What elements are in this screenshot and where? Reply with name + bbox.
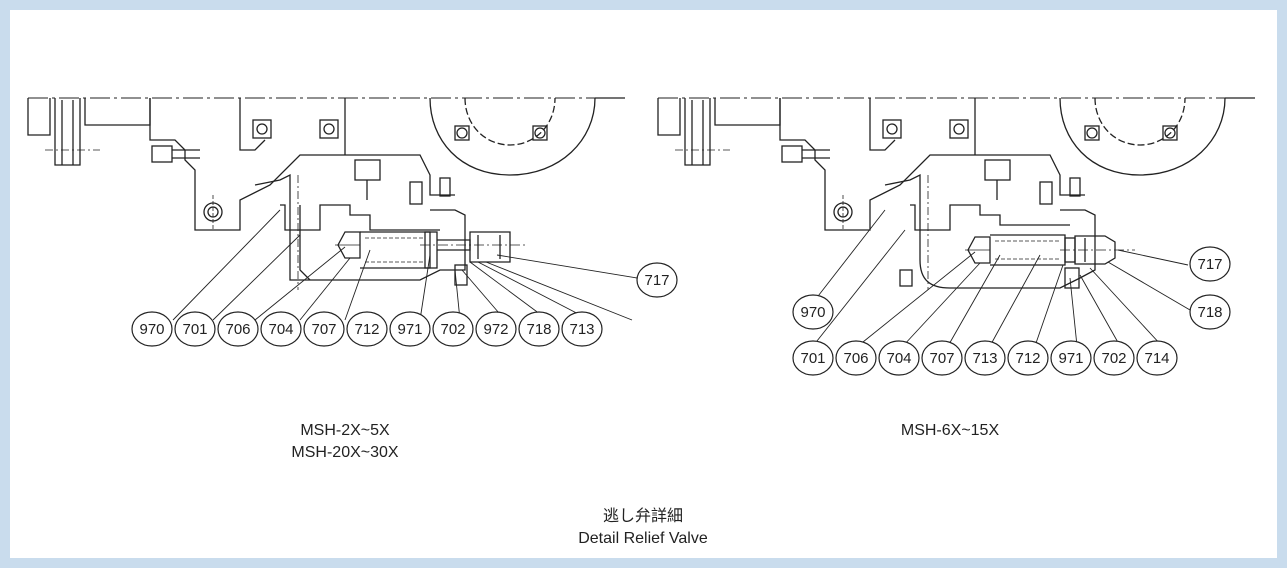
left-callout-bubble [561,311,603,347]
footer-title: 逃し弁詳細 Detail Relief Valve [543,506,743,550]
right-callout-label: 717 [1197,256,1222,273]
right-callout-label: 971 [1058,350,1083,367]
left-callout-704: 704 [260,311,302,347]
left-caption: MSH-2X~5X MSH-20X~30X [230,420,460,464]
right-callout-702: 702 [1093,340,1135,376]
left-callout-971: 971 [389,311,431,347]
left-callout-label: 704 [268,321,293,338]
left-callout-bubble [303,311,345,347]
right-callouts: 717 718 970 701 706 704 707 713 712 971 702 714 [792,246,1231,376]
right-callout-706: 706 [835,340,877,376]
left-callout-701: 701 [174,311,216,347]
left-caption-line-1: MSH-2X~5X [300,422,390,439]
left-callout-label: 702 [440,321,465,338]
right-callout-701: 701 [792,340,834,376]
left-callout-707: 707 [303,311,345,347]
right-callout-label: 706 [843,350,868,367]
right-callout-label: 707 [929,350,954,367]
right-callout-bubble [1093,340,1135,376]
right-callout-label: 713 [972,350,997,367]
left-callout-718: 718 [518,311,560,347]
right-callout-bubble [792,340,834,376]
right-callout-bubble [835,340,877,376]
left-callout-bubble [432,311,474,347]
left-callout-bubble [174,311,216,347]
left-callout-bubble [475,311,517,347]
right-callout-bubble [1189,294,1231,330]
right-callout-718: 718 [1189,294,1231,330]
right-leader-lines [812,209,1191,347]
right-callout-bubble [1136,340,1178,376]
right-callout-717: 717 [1189,246,1231,282]
right-callout-label: 712 [1015,350,1040,367]
left-callout-label: 971 [397,321,422,338]
right-callout-label: 970 [800,304,825,321]
footer-title-en: Detail Relief Valve [578,530,708,547]
left-callout-bubble [131,311,173,347]
right-callout-bubble [1189,246,1231,282]
right-caption-line-1: MSH-6X~15X [900,422,1000,439]
left-callout-bubble [636,262,678,298]
left-callout-bubble [389,311,431,347]
right-callout-707: 707 [921,340,963,376]
left-pump-section [27,97,625,290]
left-callout-label: 718 [526,321,551,338]
right-callout-bubble [792,294,834,330]
left-callout-label: 970 [139,321,164,338]
left-callout-label: 712 [354,321,379,338]
right-callout-bubble [1007,340,1049,376]
right-callout-bubble [1050,340,1092,376]
left-callout-label: 707 [311,321,336,338]
left-callout-972: 972 [475,311,517,347]
left-callout-702: 702 [432,311,474,347]
left-callout-label: 706 [225,321,250,338]
left-caption-line-2: MSH-20X~30X [291,444,399,461]
right-callout-label: 701 [800,350,825,367]
right-callout-713: 713 [964,340,1006,376]
footer-title-ja: 逃し弁詳細 [602,508,683,525]
left-callout-bubble [346,311,388,347]
left-callout-712: 712 [346,311,388,347]
left-callout-706: 706 [217,311,259,347]
left-leader-lines [172,209,638,321]
left-callouts: 717 970 701 706 704 707 712 971 702 972 718 713 [131,262,678,347]
right-callout-bubble [964,340,1006,376]
right-caption: MSH-6X~15X [850,420,1050,442]
left-callout-717: 717 [636,262,678,298]
left-callout-label: 972 [483,321,508,338]
right-callout-label: 718 [1197,304,1222,321]
right-callout-714: 714 [1136,340,1178,376]
right-callout-label: 714 [1144,350,1169,367]
right-callout-bubble [921,340,963,376]
right-callout-971: 971 [1050,340,1092,376]
left-callout-713: 713 [561,311,603,347]
left-callout-bubble [217,311,259,347]
left-callout-bubble [260,311,302,347]
left-callout-970: 970 [131,311,173,347]
right-pump-section [657,97,1255,290]
right-callout-712: 712 [1007,340,1049,376]
left-callout-label: 717 [644,272,669,289]
right-callout-704: 704 [878,340,920,376]
right-callout-bubble [878,340,920,376]
right-callout-970: 970 [792,294,834,330]
left-callout-bubble [518,311,560,347]
right-callout-label: 702 [1101,350,1126,367]
right-callout-label: 704 [886,350,911,367]
left-callout-label: 713 [569,321,594,338]
left-callout-label: 701 [182,321,207,338]
